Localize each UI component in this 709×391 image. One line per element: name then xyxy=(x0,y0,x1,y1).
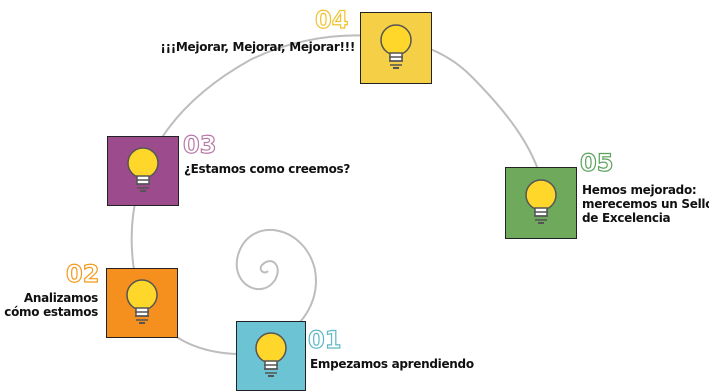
step-05-box xyxy=(505,167,577,239)
step-02-label-line2: cómo estamos xyxy=(4,305,98,319)
step-01-label: Empezamos aprendiendo xyxy=(310,357,474,371)
step-05-label-line1: Hemos mejorado: xyxy=(582,183,697,197)
step-04-number: 04 xyxy=(314,6,349,34)
step-03-box xyxy=(107,136,179,206)
lightbulb-icon xyxy=(525,179,557,224)
step-01-box xyxy=(236,321,306,391)
step-05-label-line3: de Excelencia xyxy=(582,211,671,225)
step-04-box xyxy=(360,12,432,84)
lightbulb-icon xyxy=(255,332,287,377)
step-03-label: ¿Estamos como creemos? xyxy=(184,162,351,176)
step-01-number: 01 xyxy=(307,326,342,354)
step-04-label: ¡¡¡Mejorar, Mejorar, Mejorar!!! xyxy=(160,40,355,54)
step-05-label-line2: merecemos un Sello xyxy=(582,197,709,211)
lightbulb-icon xyxy=(126,279,158,324)
step-05-label: Hemos mejorado: merecemos un Sello de Ex… xyxy=(582,183,709,225)
step-02-number: 02 xyxy=(65,260,100,288)
step-02-label: Analizamos cómo estamos xyxy=(4,291,98,319)
step-02-label-line1: Analizamos xyxy=(23,291,98,305)
step-05-number: 05 xyxy=(579,149,614,177)
lightbulb-icon xyxy=(380,24,412,69)
step-02-box xyxy=(106,268,178,338)
lightbulb-icon xyxy=(127,147,159,192)
step-03-number: 03 xyxy=(182,131,217,159)
